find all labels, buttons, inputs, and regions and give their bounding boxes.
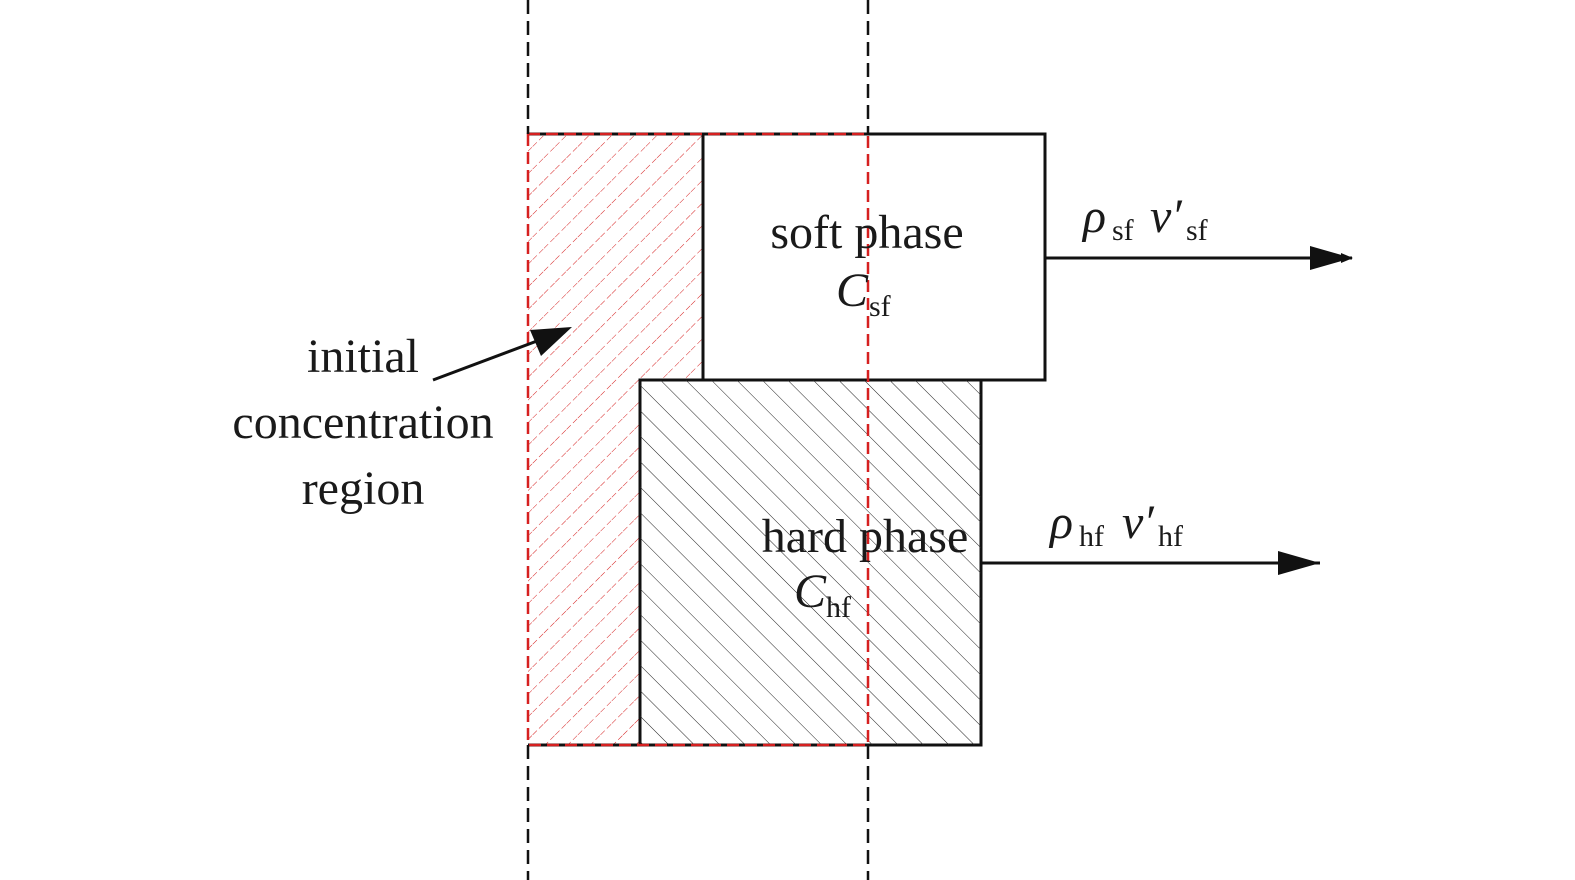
hard-arrowhead-icon bbox=[1278, 551, 1320, 575]
soft-flux-v: v′ bbox=[1150, 190, 1183, 243]
soft-symbol-sub: sf bbox=[869, 290, 891, 323]
hard-phase-hatch bbox=[640, 380, 981, 745]
hard-flux-v-sub: hf bbox=[1158, 520, 1183, 553]
soft-flux-rho: ρ bbox=[1081, 190, 1106, 243]
soft-arrowhead-icon bbox=[1310, 246, 1352, 270]
hard-flux-rho: ρ bbox=[1048, 496, 1073, 549]
hard-symbol-sub: hf bbox=[826, 591, 851, 624]
hard-flux-rho-sub: hf bbox=[1079, 520, 1104, 553]
pointer-arrowhead-icon bbox=[530, 327, 572, 356]
label-region: region bbox=[302, 462, 425, 515]
soft-symbol: C bbox=[836, 264, 869, 317]
hard-symbol: C bbox=[794, 565, 827, 618]
soft-flux-v-sub: sf bbox=[1186, 214, 1208, 247]
hard-flux-v: v′ bbox=[1122, 496, 1155, 549]
pointer-arrow bbox=[432, 336, 546, 382]
region-outline bbox=[526, 132, 870, 747]
label-initial: initial bbox=[307, 330, 419, 383]
soft-flux-rho-sub: sf bbox=[1112, 214, 1134, 247]
hard-phase-label: hard phase bbox=[762, 510, 969, 563]
soft-phase-box bbox=[701, 132, 1047, 382]
label-concentration: concentration bbox=[232, 396, 493, 449]
soft-phase-label: soft phase bbox=[770, 206, 963, 259]
